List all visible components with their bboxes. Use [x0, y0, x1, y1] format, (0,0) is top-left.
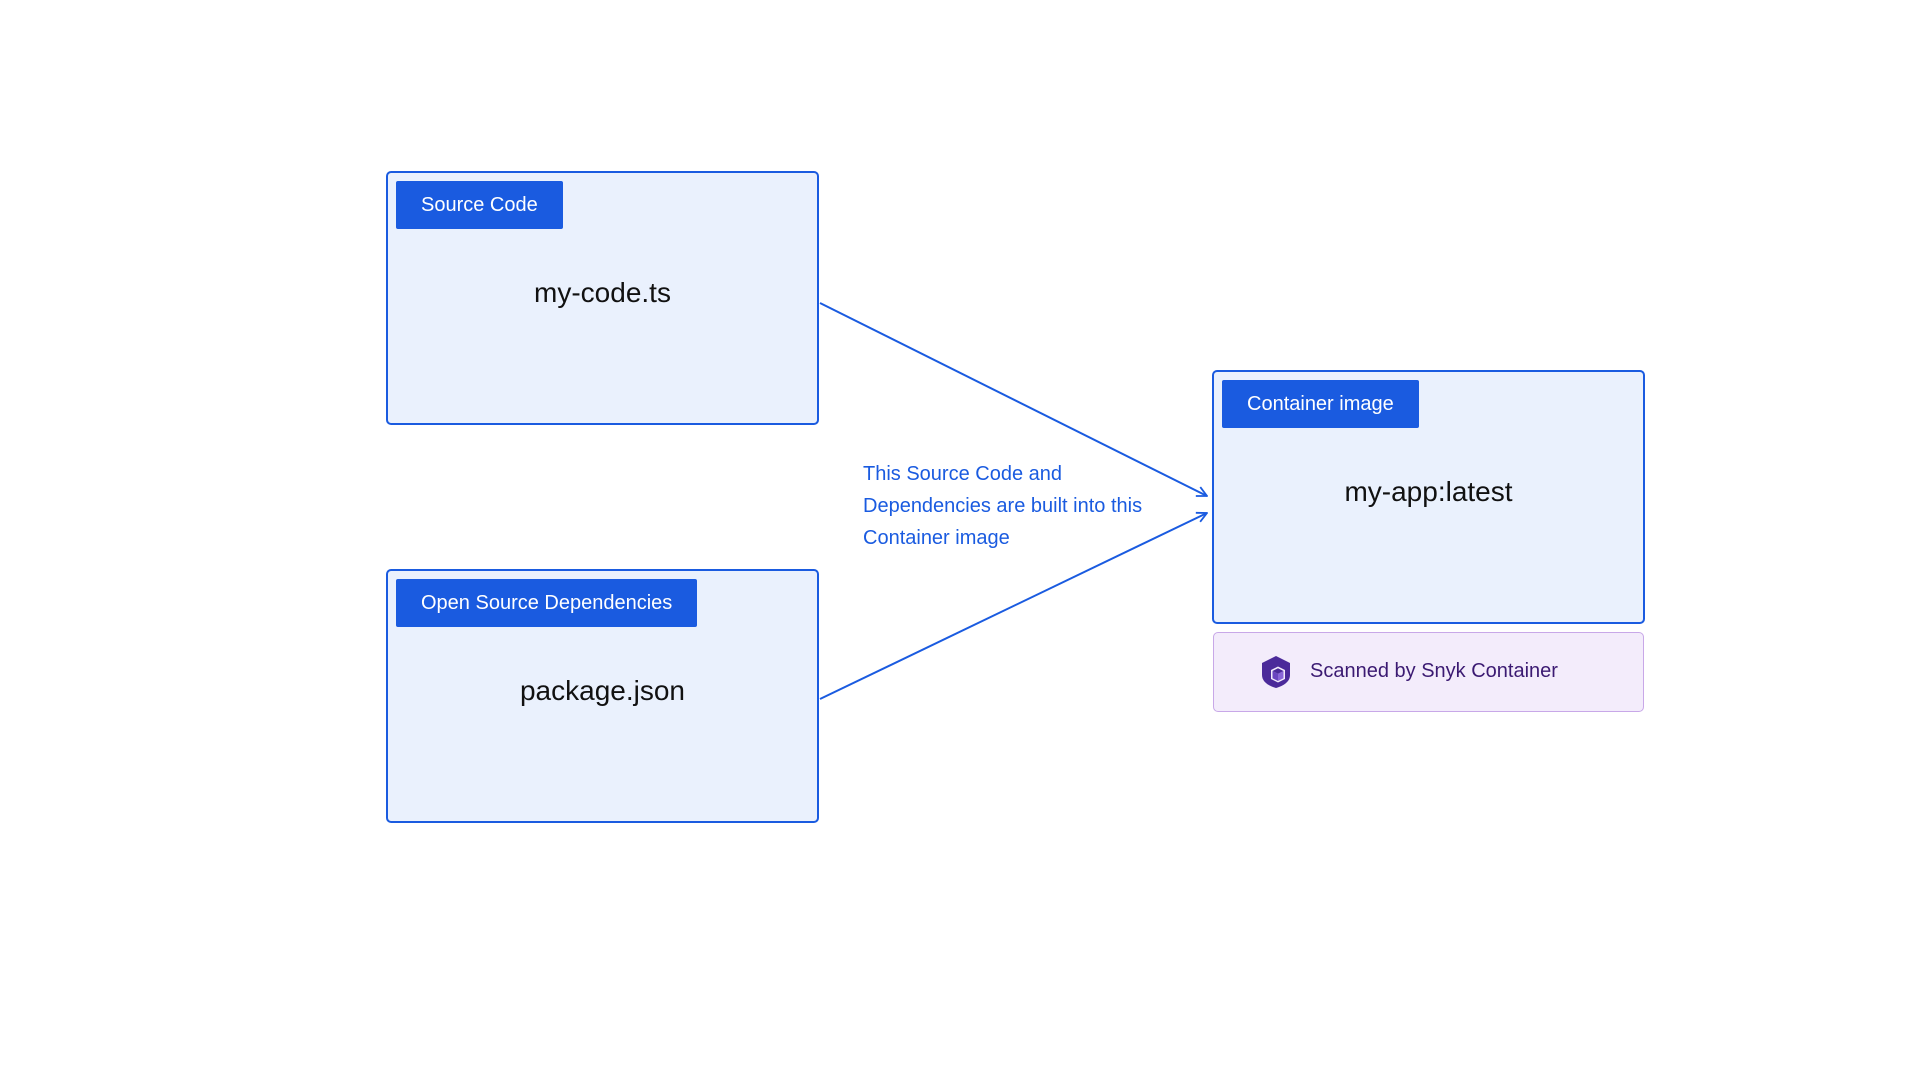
source-code-tag: Source Code	[396, 181, 563, 229]
source-code-filename: my-code.ts	[534, 277, 671, 308]
container-image-tag: Container image	[1222, 380, 1419, 428]
source-code-box: Source Code my-code.ts	[386, 171, 819, 425]
scan-status-bar: Scanned by Snyk Container	[1213, 632, 1644, 712]
dependencies-filename: package.json	[519, 675, 685, 706]
dependencies-box: Open Source Dependencies package.json	[386, 569, 819, 823]
container-image-box: Container image my-app:latest	[1212, 370, 1645, 624]
container-image-name: my-app:latest	[1344, 476, 1513, 507]
scan-status-text: Scanned by Snyk Container	[1310, 660, 1558, 682]
edge-label: This Source Code and Dependencies are bu…	[863, 463, 1143, 549]
snyk-container-icon	[1262, 656, 1290, 688]
dependencies-tag: Open Source Dependencies	[396, 579, 698, 627]
